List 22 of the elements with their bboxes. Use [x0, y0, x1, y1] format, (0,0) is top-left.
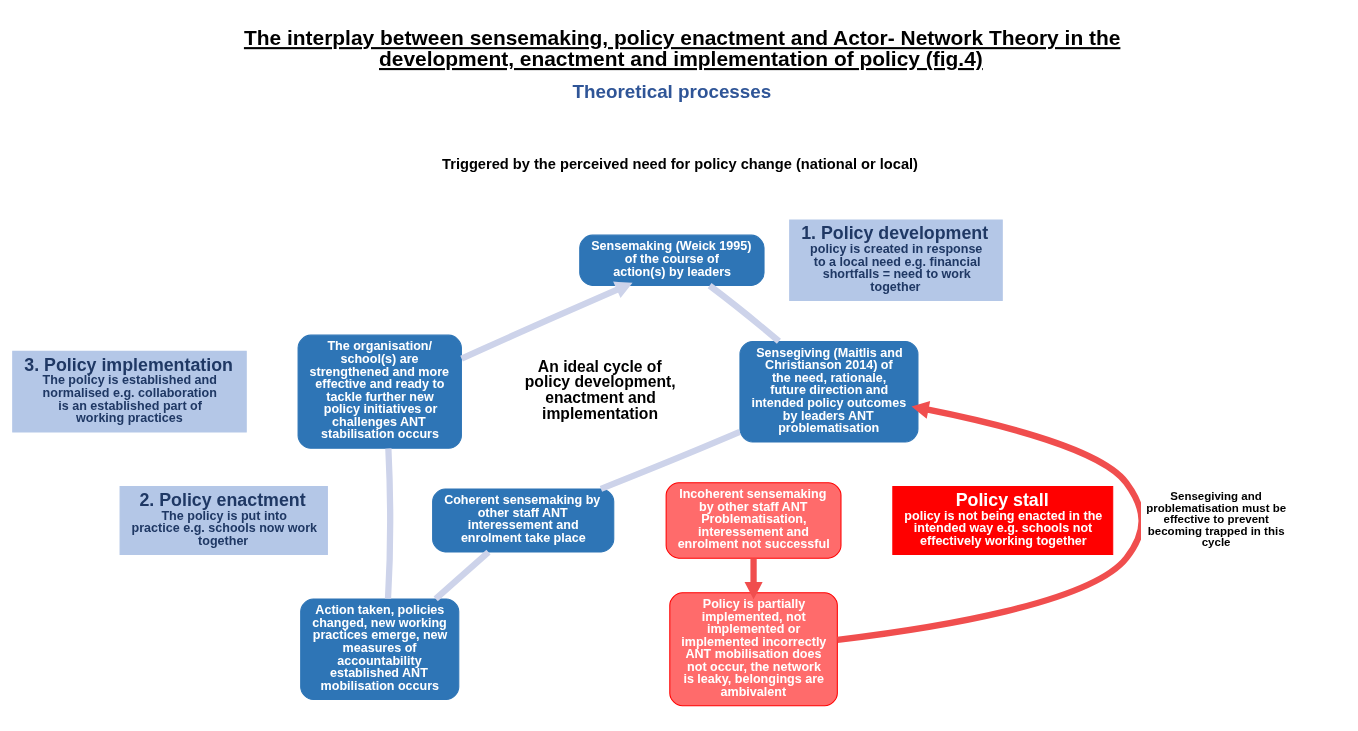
diagram-title: The interplay between sensemaking, policy enactment and Actor- Network Theory in the development, enactment and implementation of policy (fig.4) [243, 26, 1121, 71]
edge-label: Sensegiving and problematisation must be effective to prevent becoming trapped in this cycle [1146, 490, 1287, 549]
connector [707, 283, 781, 344]
node-box: Policy is partially implemented, not implemented or implemented incorrectly ANT mobilisation does not occur, the network is leaky, belongings are ambivalent [669, 592, 838, 707]
node-box: 2. Policy enactment The policy is put into practice e.g. schools now work together [119, 485, 328, 556]
label: An ideal cycle of policy development, enactment and implementation [524, 357, 676, 422]
node-box: Incoherent sensemaking by other staff ANT Problematisation, interessement and enrolment not successful [665, 482, 842, 559]
arrow [744, 558, 763, 600]
label: Triggered by the perceived need for policy change (national or local) [442, 156, 918, 173]
node-box: Action taken, policies changed, new working practices emerge, new measures of accountability established ANT mobilisation occurs [300, 598, 460, 701]
node-box: The organisation/ school(s) are strengthened and more effective and ready to tackle further new policy initiatives or challenges ANT stabilisation occurs [297, 334, 462, 449]
node-box: 1. Policy development policy is created in response to a local need e.g. financial shortfalls = need to work together [789, 219, 1003, 302]
label: Theoretical processes [572, 80, 772, 102]
connector [433, 549, 491, 602]
node-box: 3. Policy implementation The policy is established and normalised e.g. collaboration is an established part of working practices [12, 350, 247, 433]
node-box: Policy stall policy is not being enacted in the intended way e.g. schools not effectively working together [892, 485, 1114, 556]
connector [599, 429, 741, 492]
connector [384, 448, 394, 599]
node-box: Coherent sensemaking by other staff ANT interessement and enrolment take place [432, 488, 615, 553]
node-box: Sensegiving (Maitlis and Christianson 2014) of the need, rationale, future direction and intended policy outcomes by leaders ANT problematisation [739, 340, 919, 443]
arrow [460, 281, 633, 362]
node-box: Sensemaking (Weick 1995) of the course of action(s) by leaders [579, 234, 765, 286]
